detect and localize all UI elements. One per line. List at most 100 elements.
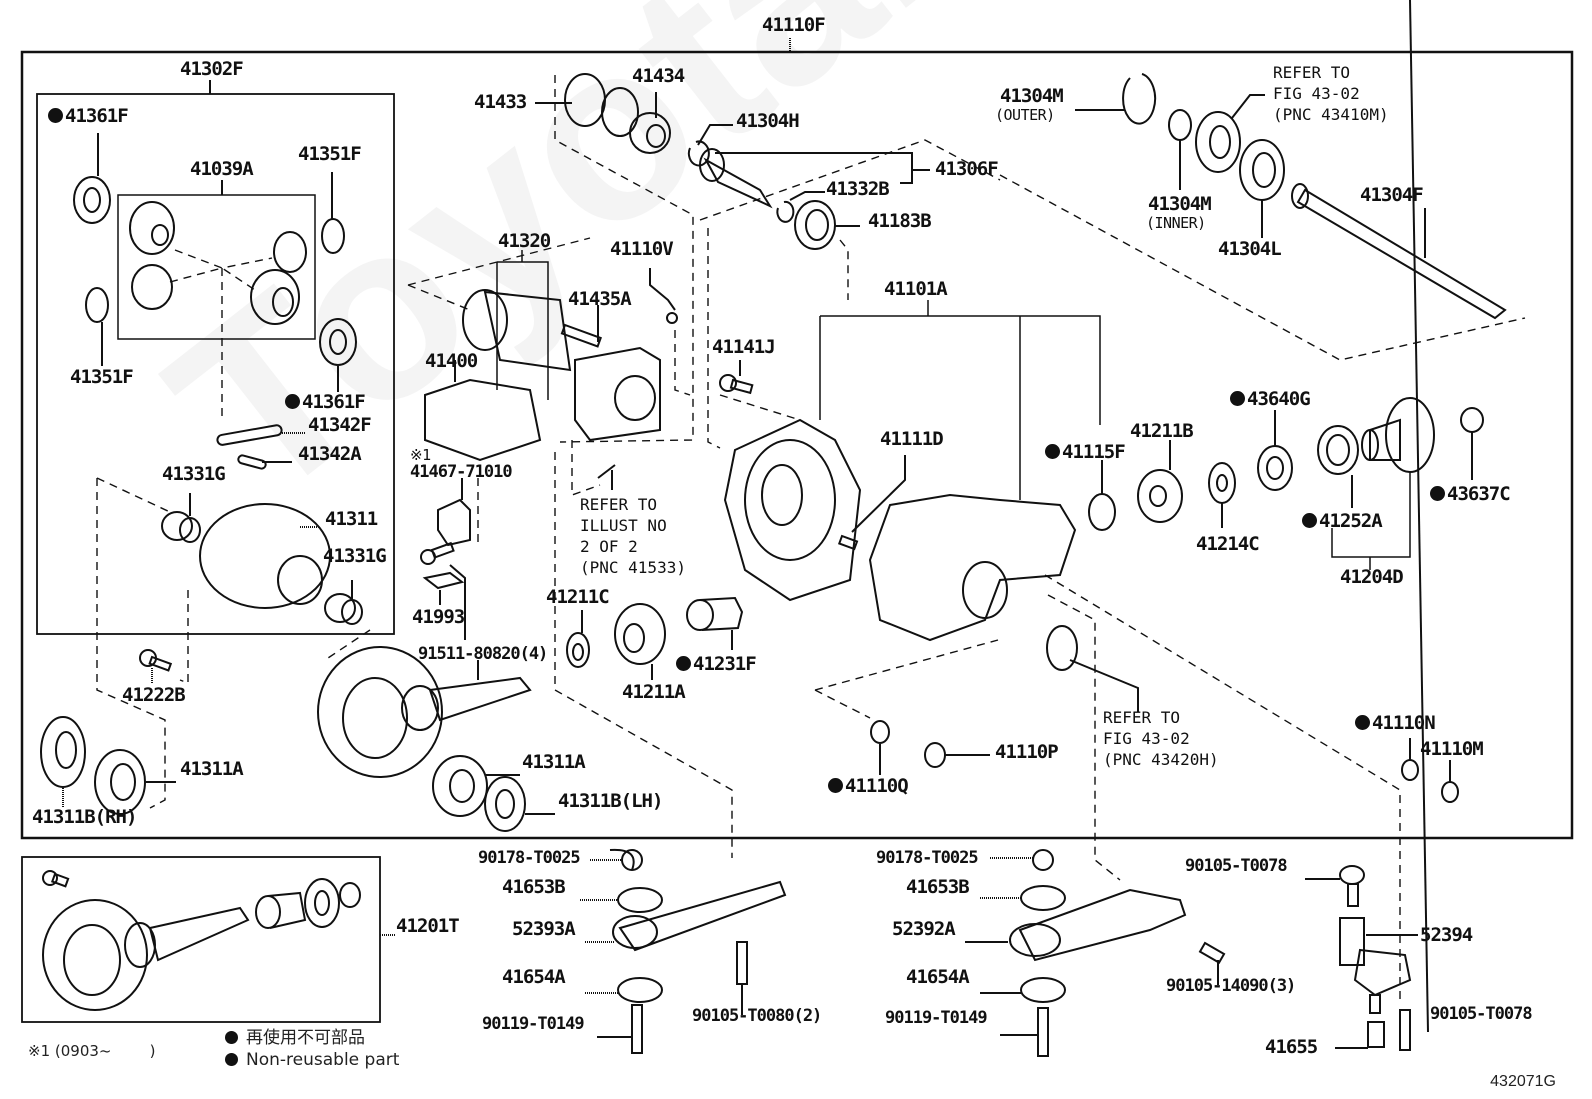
label-41467-71010[interactable]: 41467-71010	[410, 462, 513, 482]
label-41400[interactable]: 41400	[425, 350, 478, 372]
label-41654A-a[interactable]: 41654A	[502, 966, 566, 988]
label-90178-T0025-b[interactable]: 90178-T0025	[876, 848, 979, 868]
label-41311B-rh[interactable]: 41311B(RH)	[32, 806, 137, 828]
label-41306F[interactable]: 41306F	[935, 158, 999, 180]
label-43640G[interactable]: 43640G	[1230, 390, 1311, 409]
shaft-41304F	[1291, 183, 1507, 320]
label-41304L[interactable]: 41304L	[1218, 238, 1282, 260]
label-52394[interactable]: 52394	[1420, 924, 1473, 946]
label-41110M[interactable]: 41110M	[1420, 738, 1484, 760]
label-41231F[interactable]: 41231F	[676, 655, 757, 674]
pin-41342F	[216, 424, 305, 446]
label-90178-T0025-a[interactable]: 90178-T0025	[478, 848, 581, 868]
snap-ring-41304H	[687, 124, 733, 167]
label-41342F[interactable]: 41342F	[308, 414, 372, 436]
label-41361F-top[interactable]: 41361F	[48, 107, 129, 126]
label-41211A[interactable]: 41211A	[622, 681, 686, 703]
label-52392A[interactable]: 52392A	[892, 918, 956, 940]
label-90105-14090[interactable]: 90105-14090(3)	[1166, 976, 1296, 996]
label-41433[interactable]: 41433	[474, 91, 527, 113]
label-90119-T0149-b[interactable]: 90119-T0149	[885, 1008, 988, 1028]
seal-41115F	[1088, 460, 1116, 531]
shim-41311B-rh	[40, 716, 86, 808]
label-41311[interactable]: 41311	[325, 508, 378, 530]
bolt-41435A	[560, 305, 602, 348]
label-41115F[interactable]: 41115F	[1045, 443, 1126, 462]
label-41304M-inner[interactable]: 41304M	[1148, 193, 1212, 215]
bearing-41211B	[1137, 440, 1183, 523]
legend-row-jp: 再使用不可部品	[225, 1027, 399, 1049]
label-41214C[interactable]: 41214C	[1196, 533, 1260, 555]
seal-41252A	[1317, 425, 1359, 508]
label-41331G-right[interactable]: 41331G	[323, 545, 387, 567]
plug-41110V	[649, 268, 678, 324]
washer-41214C	[1208, 462, 1236, 528]
label-41110V[interactable]: 41110V	[610, 238, 674, 260]
label-41331G-left[interactable]: 41331G	[162, 463, 226, 485]
label-41311A-right[interactable]: 41311A	[522, 751, 586, 773]
label-41653B-a[interactable]: 41653B	[502, 876, 566, 898]
label-41110P[interactable]: 41110P	[995, 741, 1059, 763]
label-41311A-left[interactable]: 41311A	[180, 758, 244, 780]
label-41101A[interactable]: 41101A	[884, 278, 948, 300]
label-52393A[interactable]: 52393A	[512, 918, 576, 940]
label-41304M-outer[interactable]: 41304M	[1000, 85, 1064, 107]
washer-41361F-top	[73, 133, 111, 224]
label-41655[interactable]: 41655	[1265, 1036, 1318, 1058]
label-90105-T0080[interactable]: 90105-T0080(2)	[692, 1006, 822, 1026]
label-41434[interactable]: 41434	[632, 65, 685, 87]
label-41039A[interactable]: 41039A	[190, 158, 254, 180]
label-90119-T0149-a[interactable]: 90119-T0149	[482, 1014, 585, 1034]
frame-41110F	[20, 50, 1574, 840]
label-41320[interactable]: 41320	[498, 230, 551, 252]
seal-41183B	[794, 200, 860, 250]
label-41435A[interactable]: 41435A	[568, 288, 632, 310]
label-41110N[interactable]: 41110N	[1355, 714, 1436, 733]
label-41110Q[interactable]: 41110Q	[828, 777, 909, 796]
note-refer-43410M: REFER TO FIG 43-02 (PNC 43410M)	[1273, 63, 1389, 124]
label-41653B-b[interactable]: 41653B	[906, 876, 970, 898]
label-41211B[interactable]: 41211B	[1130, 420, 1194, 442]
label-41332B[interactable]: 41332B	[826, 178, 890, 200]
label-41304M-inner-note: (INNER)	[1146, 214, 1206, 232]
footnote-legend: ※1 (0903~ )	[28, 1042, 156, 1060]
label-41201T[interactable]: 41201T	[396, 915, 460, 937]
frame-41302F	[36, 93, 395, 635]
label-41222B[interactable]: 41222B	[122, 684, 186, 706]
bolt-91511	[420, 541, 466, 640]
cover-41101A	[723, 418, 862, 602]
label-41183B[interactable]: 41183B	[868, 210, 932, 232]
label-90105-T0078-bottom[interactable]: 90105-T0078	[1430, 1004, 1533, 1024]
frame-41201T	[21, 856, 381, 1023]
label-91511-80820[interactable]: 91511-80820(4)	[418, 644, 548, 664]
note-refer-43420H: REFER TO FIG 43-02 (PNC 43420H)	[1103, 708, 1219, 769]
label-41304F[interactable]: 41304F	[1360, 184, 1424, 206]
label-41361F-bottom[interactable]: 41361F	[285, 393, 366, 412]
label-41304H[interactable]: 41304H	[736, 110, 800, 132]
label-41252A[interactable]: 41252A	[1302, 512, 1383, 531]
label-41302F[interactable]: 41302F	[180, 58, 244, 80]
non-reusable-legend: 再使用不可部品 Non-reusable part	[225, 1027, 399, 1071]
label-41141J[interactable]: 41141J	[712, 336, 776, 358]
label-41342A[interactable]: 41342A	[298, 443, 362, 465]
label-41351F-bottom[interactable]: 41351F	[70, 366, 134, 388]
case-41311	[199, 503, 331, 609]
bearing-41331G-left	[161, 493, 201, 543]
label-41993[interactable]: 41993	[412, 606, 465, 628]
label-43637C[interactable]: 43637C	[1430, 485, 1511, 504]
non-reusable-dot-icon	[676, 656, 691, 671]
label-90105-T0078-top[interactable]: 90105-T0078	[1185, 856, 1288, 876]
label-41204D[interactable]: 41204D	[1340, 566, 1404, 588]
label-41654A-b[interactable]: 41654A	[906, 966, 970, 988]
pinion-gears	[129, 201, 307, 420]
label-41351F-top[interactable]: 41351F	[298, 143, 362, 165]
spacer-41231F	[686, 596, 744, 650]
clip-41533	[597, 464, 616, 490]
label-41211C[interactable]: 41211C	[546, 586, 610, 608]
figure-id: 432071G	[1490, 1073, 1556, 1090]
non-reusable-dot-icon	[1045, 444, 1060, 459]
label-41311B-lh[interactable]: 41311B(LH)	[558, 790, 663, 812]
label-41110F[interactable]: 41110F	[762, 14, 826, 36]
label-41111D[interactable]: 41111D	[880, 428, 944, 450]
